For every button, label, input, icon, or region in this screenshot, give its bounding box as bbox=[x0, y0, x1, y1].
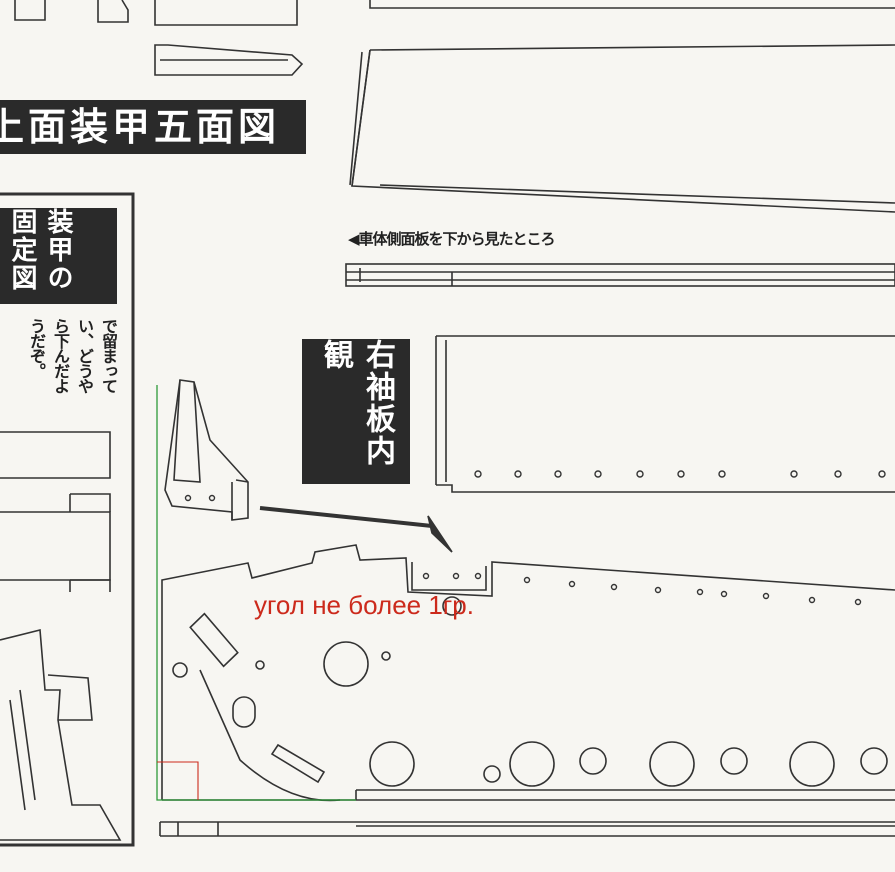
bracket-part bbox=[164, 379, 249, 521]
fender-inner-panel bbox=[435, 335, 895, 493]
armor-fixing-title: 装甲の固定図 bbox=[0, 208, 117, 304]
bottom-strip bbox=[159, 789, 895, 837]
fixing-note: で留まってい、どうやら下んだようだぞ。 bbox=[27, 318, 118, 393]
fixing-frame bbox=[0, 192, 135, 847]
fender-inner-view-title: 右袖板内観 bbox=[302, 339, 410, 484]
hull-side-panel-strip bbox=[345, 263, 895, 287]
side-panel-caption: ◀車体側面板を下から見たところ bbox=[348, 230, 556, 248]
assembly-arrow bbox=[259, 506, 453, 553]
hull-side-plate bbox=[161, 544, 895, 802]
angle-guides bbox=[156, 385, 356, 801]
top-armor-title: 上面装甲五面図 bbox=[0, 100, 306, 154]
hull-top-panels bbox=[349, 0, 895, 213]
top-left-parts bbox=[14, 0, 304, 76]
fender-holes bbox=[184, 470, 886, 606]
angle-annotation: угол не более 1гр. bbox=[254, 590, 474, 620]
